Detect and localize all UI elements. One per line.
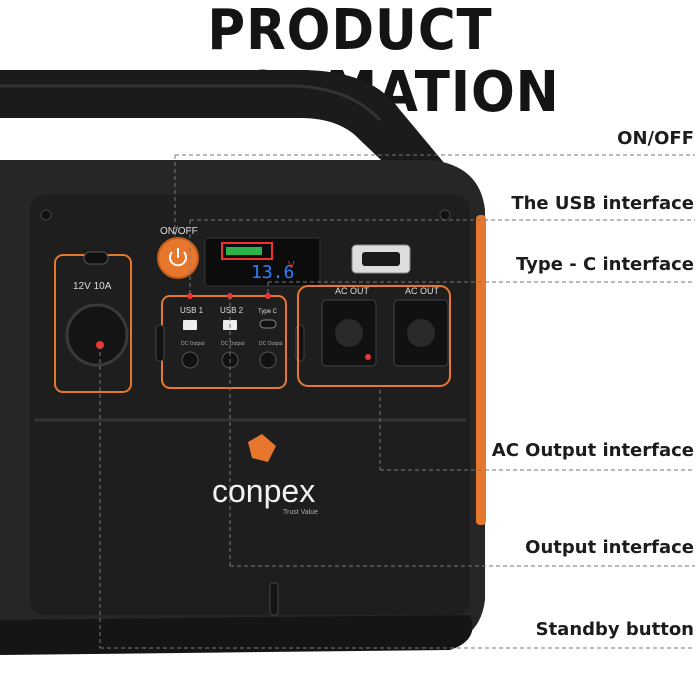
usb1-label: USB 1 xyxy=(180,306,204,315)
typec-port xyxy=(259,319,277,329)
callout-on-off: ON/OFF xyxy=(617,128,694,149)
callout-type-c: Type - C interface xyxy=(516,254,694,275)
usb1-port xyxy=(183,320,197,330)
side-strip xyxy=(476,215,486,525)
car-port xyxy=(65,303,129,367)
power-label: ON/OFF xyxy=(160,226,198,237)
carry-handle xyxy=(0,70,450,178)
brand-tagline: Trust Value xyxy=(283,509,318,516)
display-unit: V xyxy=(288,260,295,271)
brand-name: conpex xyxy=(212,473,315,509)
dc-label-2: DC Output xyxy=(221,341,245,347)
ac-out-label-2: AC OUT xyxy=(405,286,440,296)
usb2-label: USB 2 xyxy=(220,306,244,315)
car-port-label: 12V 10A xyxy=(73,281,112,292)
dc-label-1: DC Output xyxy=(181,341,205,347)
ac-out-label-1: AC OUT xyxy=(335,286,370,296)
ac-frame xyxy=(297,285,451,387)
display-value: 13.6 xyxy=(251,262,294,283)
brand-logo-mark xyxy=(248,434,276,462)
callout-ac-output: AC Output interface xyxy=(491,440,694,461)
typec-label: Type C xyxy=(258,309,278,315)
dc-label-3: DC Output xyxy=(259,341,283,347)
callout-usb: The USB interface xyxy=(511,193,694,214)
callout-output: Output interface xyxy=(525,537,694,558)
callout-standby: Standby button xyxy=(535,619,694,640)
callout-lines xyxy=(99,154,695,649)
